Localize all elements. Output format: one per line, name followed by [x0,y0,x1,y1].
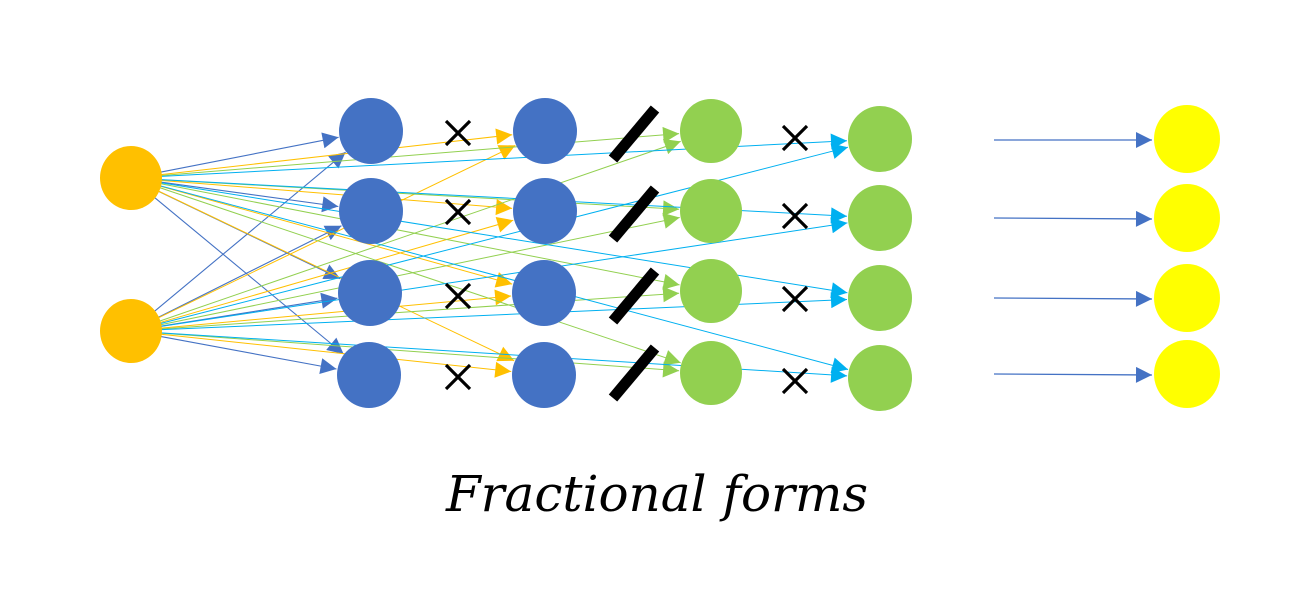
multiply-icon [781,285,809,313]
edge-in0-b3 [155,189,515,362]
output-arrow-1 [993,210,1153,227]
node-input-1 [100,299,162,363]
edge-in1-a0 [152,151,346,314]
multiply-icon [444,119,472,147]
node-green-a-1 [680,179,742,243]
node-input-0 [100,146,162,210]
node-blue-a-0 [339,98,403,164]
edge-in1-b1 [157,216,514,324]
operator-layer [444,105,809,402]
node-blue-b-0 [513,98,577,164]
edge-in0-ga3 [157,186,681,366]
node-blue-b-2 [512,260,576,326]
diagram-caption: Fractional forms [445,465,869,523]
node-output-1 [1154,184,1220,252]
node-blue-a-3 [337,342,401,408]
edge-in1-ga1 [158,212,680,326]
node-output-0 [1154,105,1220,173]
node-output-3 [1154,340,1220,408]
edge-in1-ga3 [158,332,680,378]
output-arrow-3 [993,366,1153,383]
node-green-a-0 [680,99,742,163]
edge-in1-a1 [155,225,342,319]
node-green-a-3 [680,341,742,405]
edge-in1-ga0 [157,139,681,323]
node-green-b-1 [848,185,912,251]
edge-layer [152,126,1153,383]
divide-slash-icon [608,344,660,402]
edge-in0-gb1 [158,179,848,224]
node-layer [100,98,1220,411]
node-blue-a-2 [338,260,402,326]
edge-in0-gb0 [158,133,848,177]
divide-slash-icon [608,267,660,325]
node-blue-b-3 [512,342,576,408]
output-arrow-2 [993,290,1153,307]
edge-in0-a1 [158,181,339,213]
edge-in1-a3 [158,335,337,374]
edge-in1-b3 [158,333,512,378]
edge-in1-gb1 [158,217,848,328]
edge-in1-gb3 [158,332,848,383]
multiply-icon [444,282,472,310]
edge-in0-ga2 [158,182,680,290]
node-blue-b-1 [513,178,577,244]
multiply-icon [781,367,809,395]
multiply-icon [781,202,809,230]
multiply-icon [781,124,809,152]
multiply-icon [444,198,472,226]
edge-in1-gb0 [157,143,849,325]
edge-in0-b2 [157,185,513,288]
node-green-b-2 [848,265,912,331]
multiply-icon [444,363,472,391]
node-green-a-2 [680,259,742,323]
node-green-b-3 [848,345,912,411]
node-green-b-0 [848,106,912,172]
edge-in0-a0 [158,132,339,174]
edge-in0-b0 [158,128,513,176]
divide-slash-icon [608,105,660,163]
edge-in0-ga0 [158,126,680,177]
edge-in1-b2 [158,289,512,329]
node-blue-a-1 [339,178,403,244]
edge-in0-gb3 [157,184,849,374]
node-output-2 [1154,264,1220,332]
edge-in1-ga2 [158,286,680,330]
divide-slash-icon [608,185,660,243]
edge-in0-b1 [158,179,513,216]
